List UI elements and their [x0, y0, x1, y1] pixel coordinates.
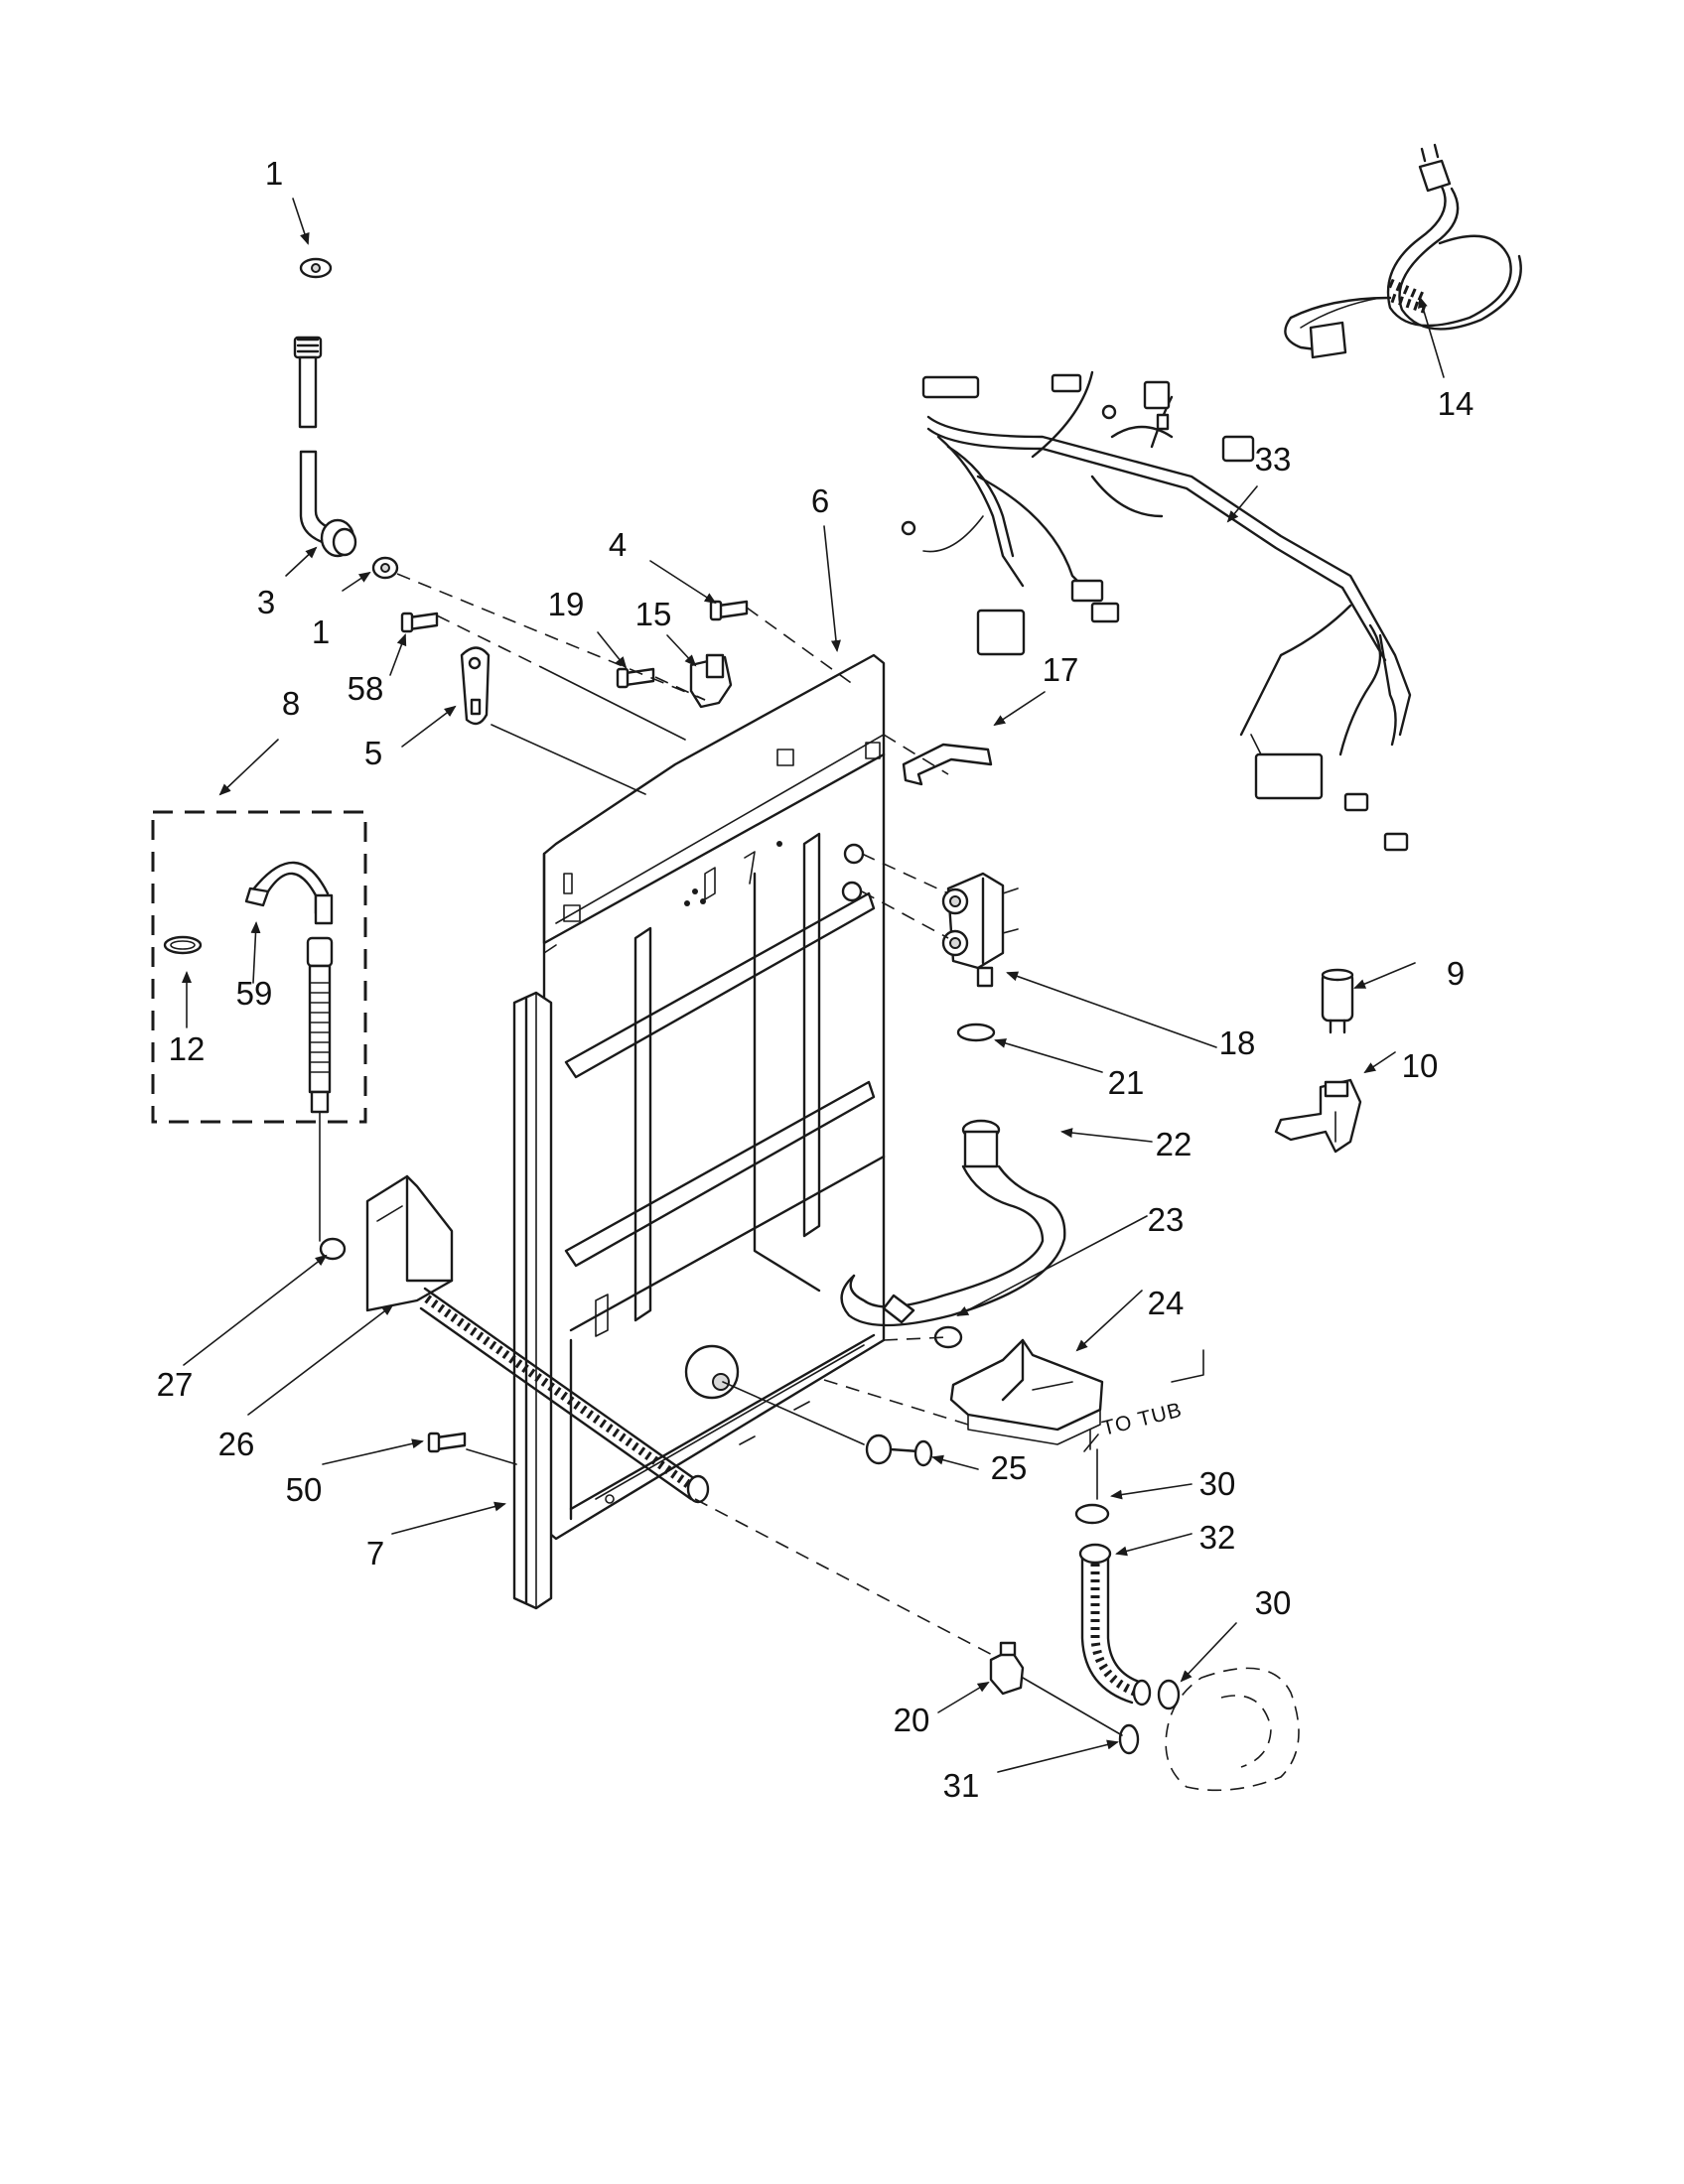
callout-22: 22 — [1156, 1126, 1193, 1162]
callout-14: 14 — [1438, 385, 1474, 422]
screw-58 — [400, 612, 439, 633]
callout-59: 59 — [236, 975, 273, 1012]
wiring-harness — [901, 370, 1412, 852]
bracket-15 — [689, 653, 733, 709]
callout-4: 4 — [609, 526, 627, 563]
callout-1-top: 1 — [265, 155, 283, 192]
to-tub-label: TO TUB — [1100, 1399, 1185, 1440]
callout-23: 23 — [1148, 1201, 1185, 1238]
assembly-lines — [396, 573, 1123, 1736]
water-valve — [941, 872, 1019, 988]
clip-17 — [902, 743, 993, 786]
drain-hose-kit-box — [151, 810, 367, 1124]
callout-3: 3 — [257, 584, 275, 620]
callout-19: 19 — [548, 586, 585, 622]
drain-hose-support — [319, 1174, 454, 1312]
screw-50 — [427, 1432, 467, 1453]
rear-panel — [542, 653, 886, 1541]
leader-arrows — [182, 198, 1445, 1773]
strap-5 — [460, 646, 491, 726]
power-cord — [1284, 143, 1522, 359]
callout-15: 15 — [635, 596, 672, 632]
capacitor-bracket — [1274, 1078, 1362, 1154]
callout-10: 10 — [1402, 1047, 1439, 1084]
callout-9: 9 — [1447, 955, 1465, 992]
capacitor — [1321, 968, 1354, 1034]
callout-6: 6 — [811, 482, 829, 519]
callout-17: 17 — [1043, 651, 1079, 688]
callout-33: 33 — [1255, 441, 1292, 478]
tub-drain-hose — [1074, 1503, 1181, 1710]
clamp-31 — [1118, 1723, 1140, 1755]
screw-4 — [709, 600, 749, 621]
dispenser-bracket — [949, 1338, 1104, 1445]
callout-31: 31 — [943, 1767, 980, 1804]
screw-19 — [616, 667, 655, 689]
callout-58: 58 — [348, 670, 384, 707]
callout-12: 12 — [169, 1030, 206, 1067]
plug-25 — [865, 1433, 933, 1467]
callout-30-bottom: 30 — [1255, 1584, 1292, 1621]
callout-18: 18 — [1219, 1024, 1256, 1061]
callout-25: 25 — [991, 1449, 1028, 1486]
pump-outline — [1165, 1667, 1300, 1792]
callout-8: 8 — [282, 685, 300, 722]
callout-24: 24 — [1148, 1285, 1185, 1321]
callout-7: 7 — [366, 1535, 384, 1571]
callout-26: 26 — [218, 1426, 255, 1462]
callout-50: 50 — [286, 1471, 323, 1508]
callout-32: 32 — [1199, 1519, 1236, 1556]
callout-20: 20 — [894, 1702, 930, 1738]
drain-hose-kit — [163, 861, 334, 1114]
inlet-hose-assembly — [293, 257, 399, 580]
callout-21: 21 — [1108, 1064, 1145, 1101]
callout-5: 5 — [364, 735, 382, 771]
corrugated-drain-hose — [419, 1287, 710, 1504]
callout-30-top: 30 — [1199, 1465, 1236, 1502]
callout-1-washer: 1 — [312, 614, 330, 650]
callout-27: 27 — [157, 1366, 194, 1403]
side-rail — [512, 991, 553, 1610]
clamp-20 — [989, 1641, 1025, 1696]
to-tub-marker: TO TUB — [1089, 1349, 1204, 1450]
callout-numbers: 1 3 1 58 5 8 59 12 4 19 15 6 17 33 14 9 … — [157, 155, 1474, 1804]
inlet-tube — [840, 1023, 1066, 1349]
